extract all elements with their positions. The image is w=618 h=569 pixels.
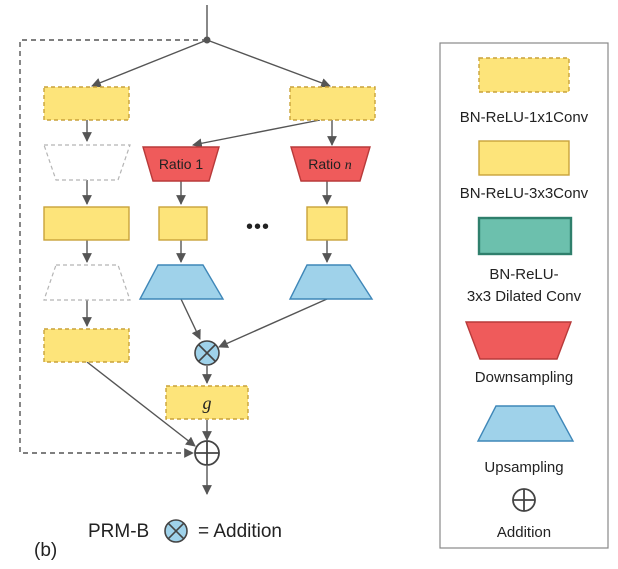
caption-multiply-icon: [164, 519, 188, 543]
coln-conv3x3: [306, 206, 348, 241]
left-conv1x1-top: [43, 86, 130, 121]
col1-conv3x3: [158, 206, 208, 241]
col1-upsampling: [138, 264, 225, 300]
caption-prm-b: PRM-B: [88, 521, 149, 542]
legend-upsampling-label: Upsampling: [484, 459, 563, 476]
legend-frame: [439, 42, 609, 549]
ratio-1-label: Ratio 1: [159, 156, 204, 172]
addition-node: [194, 440, 220, 466]
legend-conv3x3-label: BN-ReLU-3x3Conv: [460, 185, 589, 202]
legend: BN-ReLU-1x1Conv BN-ReLU-3x3Conv BN-ReLU-…: [439, 42, 609, 549]
legend-dilated-conv-label-line1: BN-ReLU-: [489, 266, 558, 283]
legend-addition-label: Addition: [497, 524, 551, 541]
fan-to-ratio1-arrow: [192, 119, 321, 149]
pyramid-ellipsis: •••: [246, 216, 270, 238]
legend-addition-icon: [512, 488, 536, 512]
split-left-arrow: [91, 39, 208, 88]
legend-conv1x1-label: BN-ReLU-1x1Conv: [460, 109, 589, 126]
multiply-node: [194, 340, 220, 366]
coln-upsampling: [288, 264, 374, 300]
col1-to-multiply-arrow: [180, 298, 201, 340]
left-ghost-downsample: [43, 144, 131, 181]
legend-downsampling-label: Downsampling: [475, 369, 573, 386]
ratio-1-downsampling: [142, 146, 220, 182]
left-conv3x3: [43, 206, 130, 241]
legend-upsampling-swatch: [476, 405, 575, 442]
ratio-n-prefix: Ratio: [308, 156, 345, 172]
legend-conv3x3-swatch: [478, 140, 570, 176]
split-right-arrow: [206, 39, 331, 88]
left-conv1x1-bottom: [43, 328, 130, 363]
ratio-n-downsampling: [290, 146, 371, 182]
legend-conv1x1-swatch: [478, 57, 570, 93]
skip-connection-dashed: [19, 39, 207, 458]
panel-label: (b): [34, 540, 57, 561]
ratio-n-label: Ratio n: [308, 156, 352, 173]
coln-to-multiply-arrow: [218, 298, 328, 348]
left-ghost-upsample: [43, 264, 131, 301]
connectors: [19, 5, 337, 495]
left-to-addition-arrow: [86, 361, 196, 447]
legend-dilated-conv-label-line2: 3x3 Dilated Conv: [467, 288, 582, 305]
right-conv1x1-top: [289, 86, 376, 121]
g-label: g: [203, 393, 212, 413]
ratio-n-var: n: [345, 158, 352, 173]
legend-dilated-conv-swatch: [477, 216, 573, 256]
legend-downsampling-swatch: [464, 321, 573, 360]
g-conv1x1: [165, 385, 249, 420]
caption-equals-addition: = Addition: [198, 521, 282, 542]
